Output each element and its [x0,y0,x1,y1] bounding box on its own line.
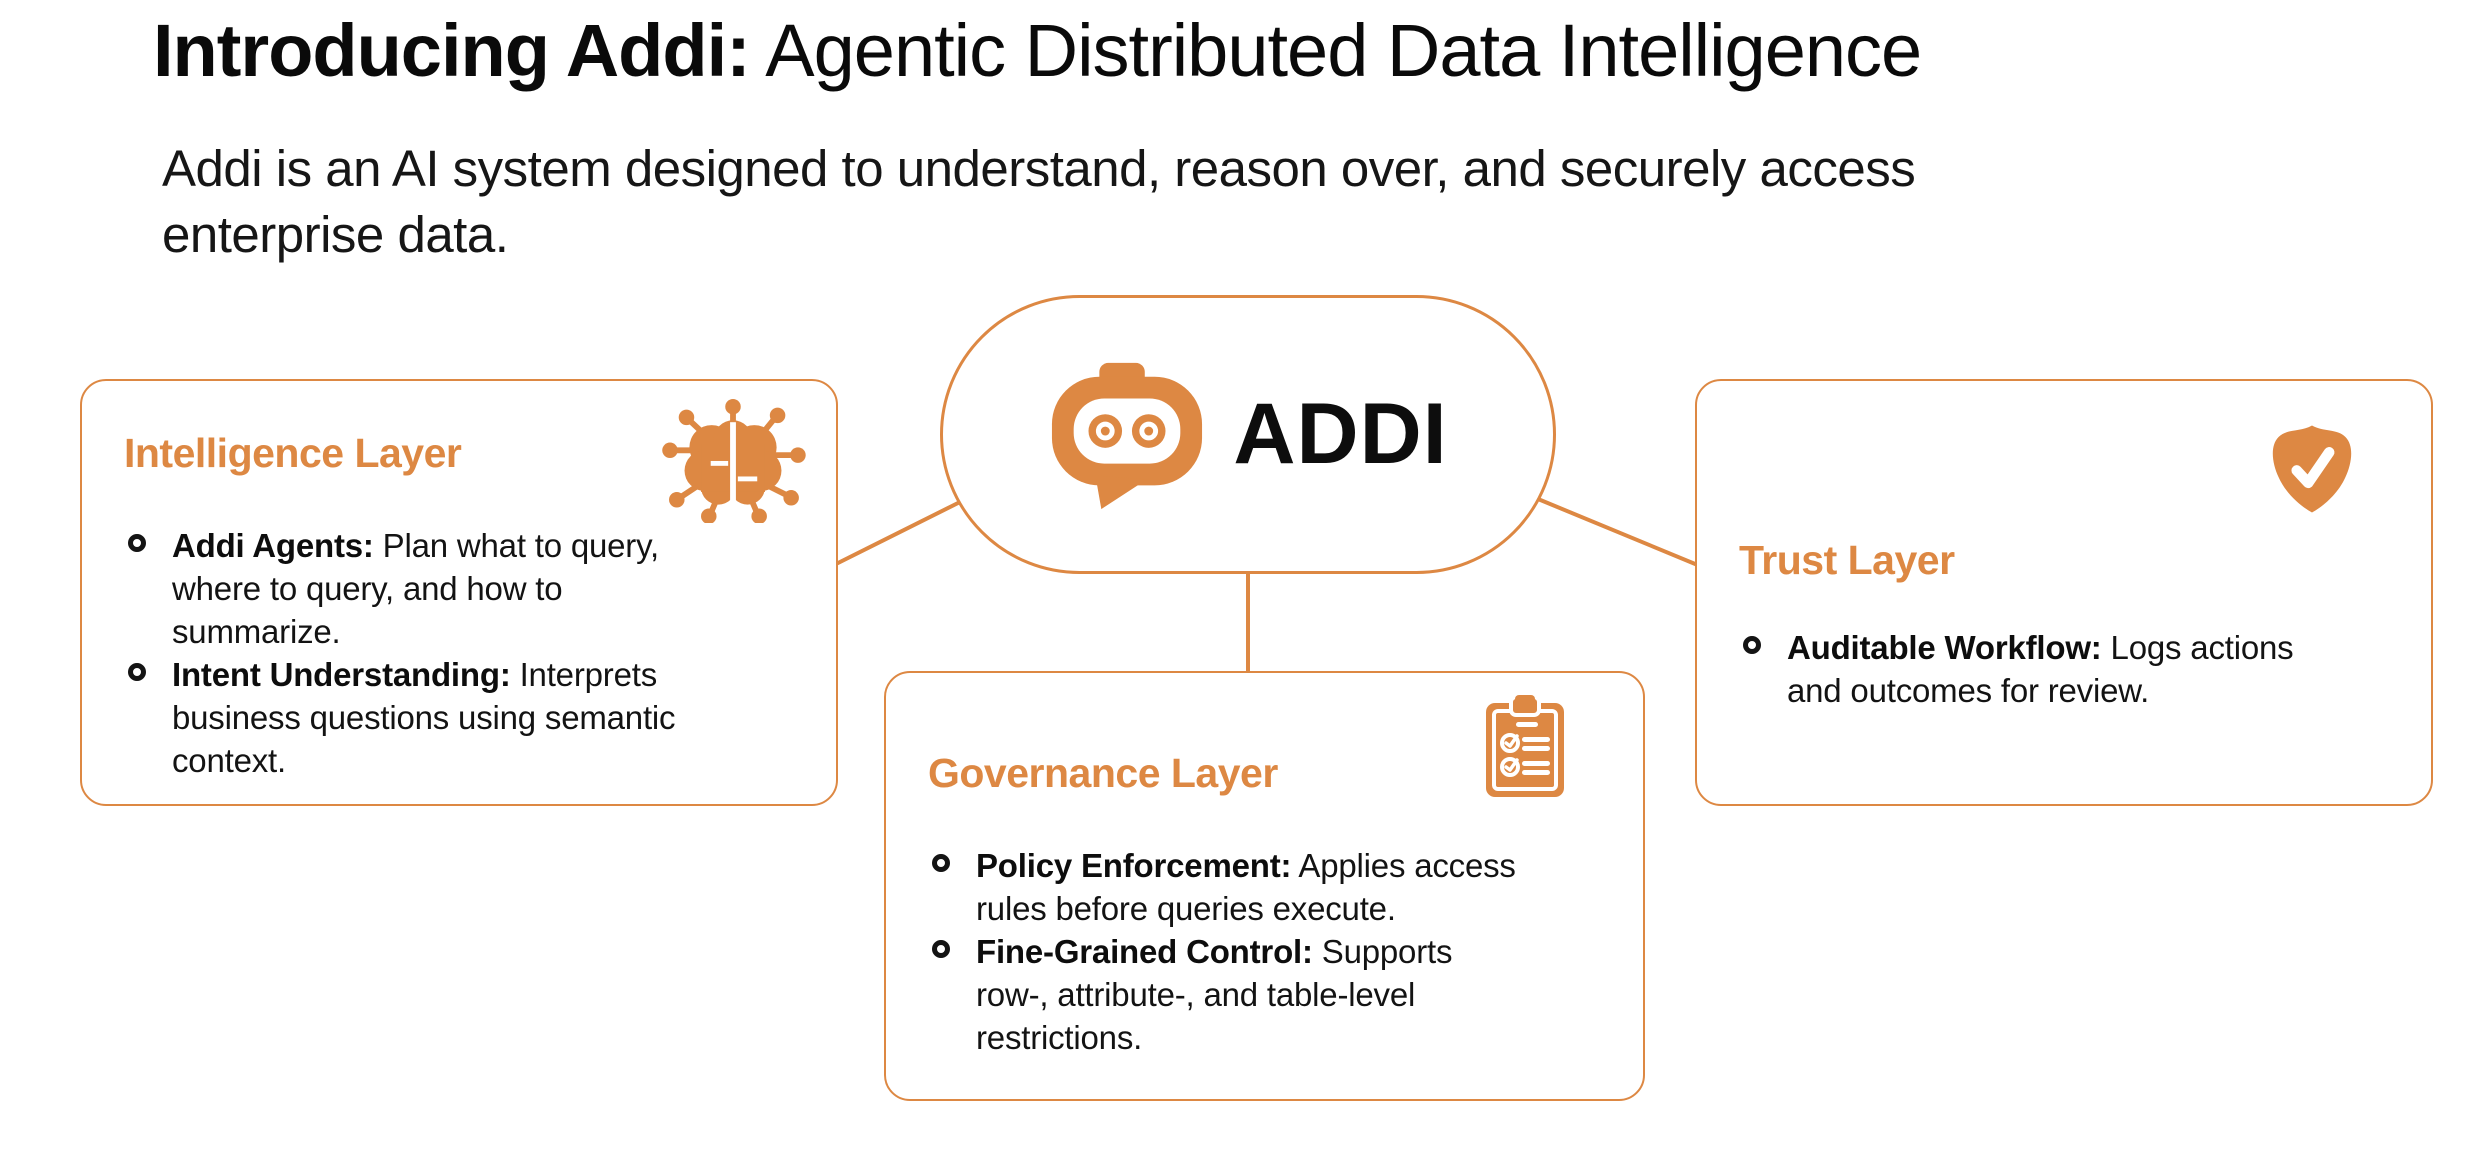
trust-layer-card: Trust Layer Auditable Workflow: Logs act… [1695,379,2433,806]
bullet-marker-icon [932,940,950,958]
clipboard-checklist-icon [1486,695,1564,797]
bullet-text: Addi Agents: Plan what to query, where t… [172,527,659,650]
bullet-text: Auditable Workflow: Logs actions and out… [1787,629,2294,709]
shield-check-icon [2272,425,2352,513]
intelligence-layer-card: Intelligence Layer Addi Agents: Plan wha… [80,379,838,806]
governance-layer-title: Governance Layer [928,750,1278,796]
bullet-marker-icon [1743,636,1761,654]
addi-label: ADDI [1233,386,1448,482]
intelligence-layer-title: Intelligence Layer [124,430,462,476]
robot-chat-icon [1052,362,1203,509]
bullet-label: Addi Agents: [172,527,374,564]
bullet-text: Policy Enforcement: Applies access rules… [976,847,1516,927]
bullet-marker-icon [128,534,146,552]
bullet-item: Intent Understanding: Interprets busines… [128,653,806,782]
connector-right [1537,497,1701,568]
bullet-label: Fine-Grained Control: [976,933,1313,970]
page-title-bold: Introducing Addi: [153,9,751,92]
page-title-regular: Agentic Distributed Data Intelligence [749,9,1922,92]
bullet-marker-icon [932,854,950,872]
bullet-text: Fine-Grained Control: Supports row-, att… [976,933,1453,1056]
governance-bullet-list: Policy Enforcement: Applies access rules… [932,844,1613,1059]
addi-center-bubble: ADDI [940,295,1556,574]
page-subtitle: Addi is an AI system designed to underst… [162,140,1916,263]
trust-bullet-list: Auditable Workflow: Logs actions and out… [1743,626,2401,712]
bullet-item: Addi Agents: Plan what to query, where t… [128,524,806,653]
page-title: Introducing Addi: Agentic Distributed Da… [153,8,1922,94]
governance-layer-card: Governance Layer Policy Enforcement: App… [884,671,1645,1101]
brain-circuit-icon [662,398,806,523]
intelligence-bullet-list: Addi Agents: Plan what to query, where t… [128,524,806,782]
bullet-item: Fine-Grained Control: Supports row-, att… [932,930,1613,1059]
bullet-label: Intent Understanding: [172,656,511,693]
bullet-item: Auditable Workflow: Logs actions and out… [1743,626,2401,712]
bullet-label: Policy Enforcement: [976,847,1292,884]
trust-layer-title: Trust Layer [1739,537,1955,583]
bullet-text: Intent Understanding: Interprets busines… [172,656,676,779]
bullet-label: Auditable Workflow: [1787,629,2102,666]
bullet-item: Policy Enforcement: Applies access rules… [932,844,1613,930]
connector-left [835,496,969,566]
bullet-marker-icon [128,663,146,681]
